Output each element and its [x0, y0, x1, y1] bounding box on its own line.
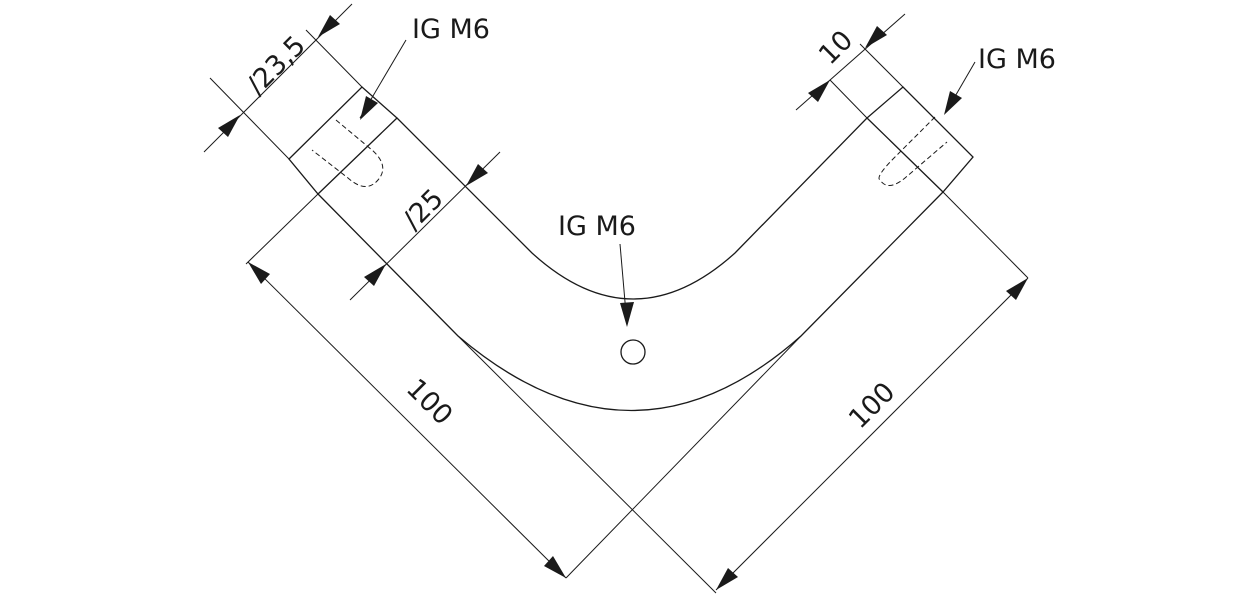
dimension-lines: [203, 3, 1029, 594]
arrow-icon: [364, 264, 386, 286]
label-dia-tube: ∕25: [397, 183, 450, 236]
label-thread-right: IG M6: [978, 44, 1056, 75]
dim-line-right-leg: [715, 277, 1029, 591]
arrow-icon: [218, 115, 240, 137]
tube-inner-edge: [396, 117, 868, 300]
arrow-icon: [865, 26, 887, 48]
ext-line: [942, 191, 1029, 279]
label-left-leg: 100: [400, 373, 458, 431]
ext-line: [245, 193, 319, 265]
arrow-icon: [248, 262, 270, 284]
left-end-cap: [288, 86, 398, 195]
label-thread-left: IG M6: [412, 14, 490, 45]
left-thread-hole: [311, 119, 384, 187]
arrow-icon: [620, 302, 634, 327]
label-offset: 10: [813, 25, 859, 71]
arrow-icon: [944, 91, 962, 115]
ext-line: [859, 43, 904, 88]
dim-line-left-leg: [247, 261, 567, 579]
label-dia-end: ∕23,5: [241, 30, 312, 101]
arrow-icon: [318, 15, 340, 37]
right-end-cap: [866, 86, 974, 193]
arrow-icon: [466, 164, 488, 186]
label-right-leg: 100: [843, 377, 901, 435]
arrow-icon: [808, 80, 830, 102]
arrow-icon: [544, 556, 566, 578]
ext-line: [565, 335, 802, 579]
ext-line: [305, 29, 363, 88]
ext-line: [209, 77, 290, 160]
ext-line: [457, 335, 717, 594]
tube-body: [288, 86, 974, 411]
arrow-icon: [716, 568, 738, 590]
ext-line: [829, 79, 868, 119]
right-thread-hole: [878, 116, 948, 186]
arrow-icon: [1006, 278, 1028, 300]
arrow-icon: [360, 96, 378, 120]
center-thread-hole: [620, 339, 646, 365]
label-thread-center: IG M6: [558, 211, 636, 242]
tube-outer-edge: [317, 191, 944, 411]
